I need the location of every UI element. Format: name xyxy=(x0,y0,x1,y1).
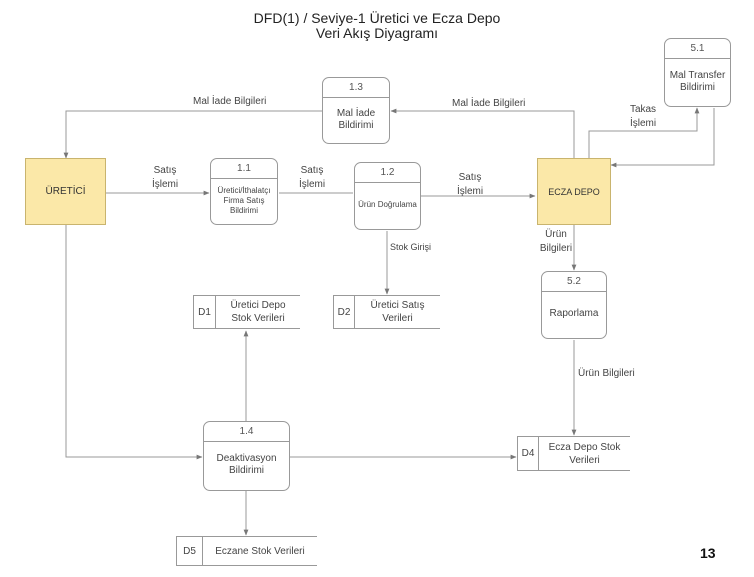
process-id: 1.1 xyxy=(211,159,277,179)
process-id: 5.2 xyxy=(542,272,606,292)
process-name: Ürün Doğrulama xyxy=(358,200,417,209)
datastore-name: Üretici Satış Verileri xyxy=(370,300,425,324)
process-name: Mal İade Bildirimi xyxy=(336,107,376,131)
flow-producer-to-1-4 xyxy=(65,225,203,460)
diagram-subtitle: Veri Akış Diyagramı xyxy=(315,25,439,41)
flow-5-1-to-depot xyxy=(610,108,715,168)
datastore-d1: D1 Üretici Depo Stok Verileri xyxy=(193,295,300,329)
flow-label-stok-girisi: Stok Girişi xyxy=(390,242,432,252)
entity-producer: ÜRETİCİ xyxy=(25,158,106,225)
flow-label-urun-bilgileri-1: Ürün Bilgileri xyxy=(539,229,573,254)
flow-takas-depot-to-5-1 xyxy=(588,107,700,158)
flow-label-satis-3: Satış İşlemi xyxy=(456,172,484,197)
process-id: 1.3 xyxy=(323,78,389,98)
datastore-id: D5 xyxy=(177,537,203,565)
datastore-id: D4 xyxy=(518,437,539,470)
process-id: 5.1 xyxy=(665,39,730,59)
datastore-name: Ecza Depo Stok Verileri xyxy=(548,441,621,466)
page-number: 13 xyxy=(700,545,716,561)
process-name: Mal Transfer Bildirimi xyxy=(669,69,726,93)
flow-mal-iade-1-3-to-producer xyxy=(63,110,322,159)
datastore-d4: D4 Ecza Depo Stok Verileri xyxy=(517,436,630,471)
process-5-2: 5.2 Raporlama xyxy=(541,271,607,339)
process-1-1: 1.1 Üretici/İthalatçı Firma Satış Bildir… xyxy=(210,158,278,225)
diagram-title: DFD(1) / Seviye-1 Üretici ve Ecza Depo xyxy=(253,10,501,26)
process-name: Üretici/İthalatçı Firma Satış Bildirimi xyxy=(217,185,271,215)
datastore-name: Eczane Stok Verileri xyxy=(215,545,305,557)
flow-mal-iade-depot-to-1-3 xyxy=(390,108,575,158)
flow-label-satis-2: Satış İşlemi xyxy=(298,165,326,190)
process-name: Deaktivasyon Bildirimi xyxy=(216,453,277,476)
flow-label-urun-bilgileri-2: Ürün Bilgileri xyxy=(578,368,635,379)
process-id: 1.4 xyxy=(204,422,289,442)
flow-label-takas: Takas İşlemi xyxy=(629,104,657,129)
process-name: Raporlama xyxy=(549,308,599,319)
process-id: 1.2 xyxy=(355,163,420,183)
datastore-d5: D5 Eczane Stok Verileri xyxy=(176,536,317,566)
process-1-2: 1.2 Ürün Doğrulama xyxy=(354,162,421,230)
process-1-3: 1.3 Mal İade Bildirimi xyxy=(322,77,390,144)
flow-label-satis-1: Satış İşlemi xyxy=(151,165,179,190)
datastore-id: D2 xyxy=(334,296,355,328)
datastore-d2: D2 Üretici Satış Verileri xyxy=(333,295,440,329)
datastore-id: D1 xyxy=(194,296,216,328)
flow-label-mal-iade-left: Mal İade Bilgileri xyxy=(193,96,267,107)
datastore-name: Üretici Depo Stok Verileri xyxy=(230,300,286,324)
process-1-4: 1.4 Deaktivasyon Bildirimi xyxy=(203,421,290,491)
flow-label-mal-iade-right: Mal İade Bilgileri xyxy=(452,98,526,109)
entity-pharmacy-depot: ECZA DEPO xyxy=(537,158,611,225)
process-5-1: 5.1 Mal Transfer Bildirimi xyxy=(664,38,731,107)
